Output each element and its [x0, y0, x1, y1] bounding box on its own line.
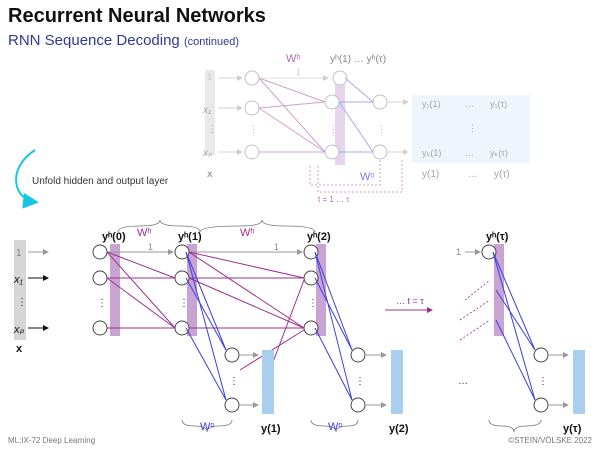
weight-output-1: Wᵒ: [200, 421, 215, 433]
top-input-x: x: [207, 169, 213, 180]
svg-text:…: …: [465, 99, 474, 109]
svg-text:⋮: ⋮: [97, 298, 107, 309]
top-loop-label: t = 1 … τ: [318, 195, 350, 204]
hidden-label-1: yʰ(1): [178, 231, 202, 243]
top-output-matrix: [412, 95, 530, 163]
output-bar-tau: [573, 350, 585, 414]
weight-output-2: Wᵒ: [328, 421, 343, 433]
neuron-hiddentau-bias: [481, 244, 497, 260]
matrix-col-tau: y(τ): [494, 169, 510, 180]
bottom-input-x: x: [16, 343, 23, 355]
neuron-outputtau-1: [533, 347, 549, 363]
top-neuron-hidden-1: [324, 94, 340, 110]
subtitle-text: RNN Sequence Decoding: [8, 32, 180, 49]
neuron-hidden2-1: [303, 270, 319, 286]
svg-text:⋮: ⋮: [538, 376, 548, 387]
top-neuron-input-p: [244, 144, 260, 160]
bottom-input-bar: [14, 240, 26, 340]
matrix-yk-1: yₖ(1): [422, 148, 441, 158]
neuron-input-p: [92, 320, 108, 336]
svg-text:⋮: ⋮: [355, 376, 365, 387]
svg-text:⋮: ⋮: [329, 124, 338, 134]
hidden-band-tau: [494, 244, 504, 336]
neuron-output2-1: [350, 347, 366, 363]
svg-text:⋮: ⋮: [377, 124, 386, 134]
bottom-input-one: 1: [16, 248, 22, 259]
weight-hidden-1: Wʰ: [137, 227, 152, 239]
svg-text:1: 1: [274, 242, 279, 252]
top-one-label: 1: [296, 68, 301, 77]
output-ellipsis: …: [458, 376, 468, 387]
top-input-bar: [205, 70, 215, 155]
matrix-yk-tau: yₖ(τ): [490, 148, 508, 158]
neuron-outputtau-k: [533, 397, 549, 413]
output-bar-1: [262, 350, 274, 414]
neuron-output2-k: [350, 397, 366, 413]
neuron-hidden2-bias: [303, 244, 319, 260]
top-weight-output: Wᵒ: [360, 171, 375, 183]
top-neuron-hidden-p: [324, 144, 340, 160]
svg-text:1: 1: [148, 242, 153, 252]
neuron-hidden2-p: [303, 320, 319, 336]
top-input-one: 1: [207, 72, 212, 82]
top-neuron-input-1: [244, 100, 260, 116]
top-neuron-input-bias: [244, 70, 260, 86]
subtitle-note: (continued): [183, 36, 239, 48]
top-input-dots: ⋮: [207, 124, 217, 135]
hidden-band-0: [110, 244, 120, 336]
weight-hidden-2: Wʰ: [240, 227, 255, 239]
hidden-label-tau: yʰ(τ): [486, 231, 509, 243]
neuron-input-bias: [92, 244, 108, 260]
svg-text:⋮: ⋮: [179, 298, 189, 309]
unfold-arrow-icon: [15, 149, 39, 209]
page-subtitle: RNN Sequence Decoding (continued): [8, 32, 239, 49]
top-diagram: 1 x₁ ⋮ xₚ x ⋮ ⋮ ⋮: [202, 68, 530, 193]
svg-text:⋮: ⋮: [249, 124, 258, 134]
neuron-input-1: [92, 270, 108, 286]
neuron-output1-1: [224, 347, 240, 363]
top-hidden-outputs: yʰ(1) … yʰ(τ): [330, 54, 386, 65]
output-bar-2: [391, 350, 403, 414]
svg-text:⋮: ⋮: [468, 123, 477, 133]
matrix-y1-1: y₁(1): [422, 99, 441, 109]
svg-text:…: …: [468, 169, 478, 180]
neuron-hidden1-1: [174, 270, 190, 286]
output-label-tau: y(τ): [563, 423, 582, 435]
top-input-xp: xₚ: [202, 148, 213, 159]
neuron-output1-k: [224, 397, 240, 413]
output-label-1: y(1): [261, 423, 281, 435]
hidden-label-2: yʰ(2): [307, 231, 331, 243]
bottom-input-xp: xₚ: [13, 324, 25, 336]
neuron-hidden1-p: [174, 320, 190, 336]
matrix-y1-tau: y₁(τ): [490, 99, 507, 109]
output-label-2: y(2): [389, 423, 409, 435]
footer-right: ©STEIN/VÖLSKE 2022: [508, 436, 592, 445]
footer-left: ML:IX-72 Deep Learning: [8, 436, 96, 445]
page-title: Recurrent Neural Networks: [8, 5, 266, 27]
top-hidden-band: [335, 75, 345, 165]
bottom-input-dots: ⋮: [17, 297, 27, 308]
unfold-label: Unfold hidden and output layer: [32, 176, 169, 187]
bottom-diagram: 1 x₁ ⋮ xₚ x ⋮ yʰ(0) ⋮ yʰ(1) ⋮ yʰ(2) yʰ(τ: [13, 219, 585, 435]
top-weight-hidden: Wʰ: [286, 53, 301, 65]
top-input-x1: x₁: [202, 105, 211, 116]
svg-text:⋮: ⋮: [229, 376, 239, 387]
top-neuron-output-1: [372, 94, 388, 110]
step-label: … t = τ: [396, 296, 424, 306]
svg-text:…: …: [465, 148, 474, 158]
svg-text:⋮: ⋮: [308, 298, 318, 309]
bottom-input-x1: x₁: [13, 274, 24, 286]
hidden-label-0: yʰ(0): [102, 231, 126, 243]
matrix-col-1: y(1): [422, 169, 439, 180]
svg-text:1: 1: [456, 247, 461, 257]
hidden-band-1: [187, 244, 197, 336]
top-neuron-output-k: [372, 144, 388, 160]
top-neuron-hidden-bias: [332, 70, 348, 86]
